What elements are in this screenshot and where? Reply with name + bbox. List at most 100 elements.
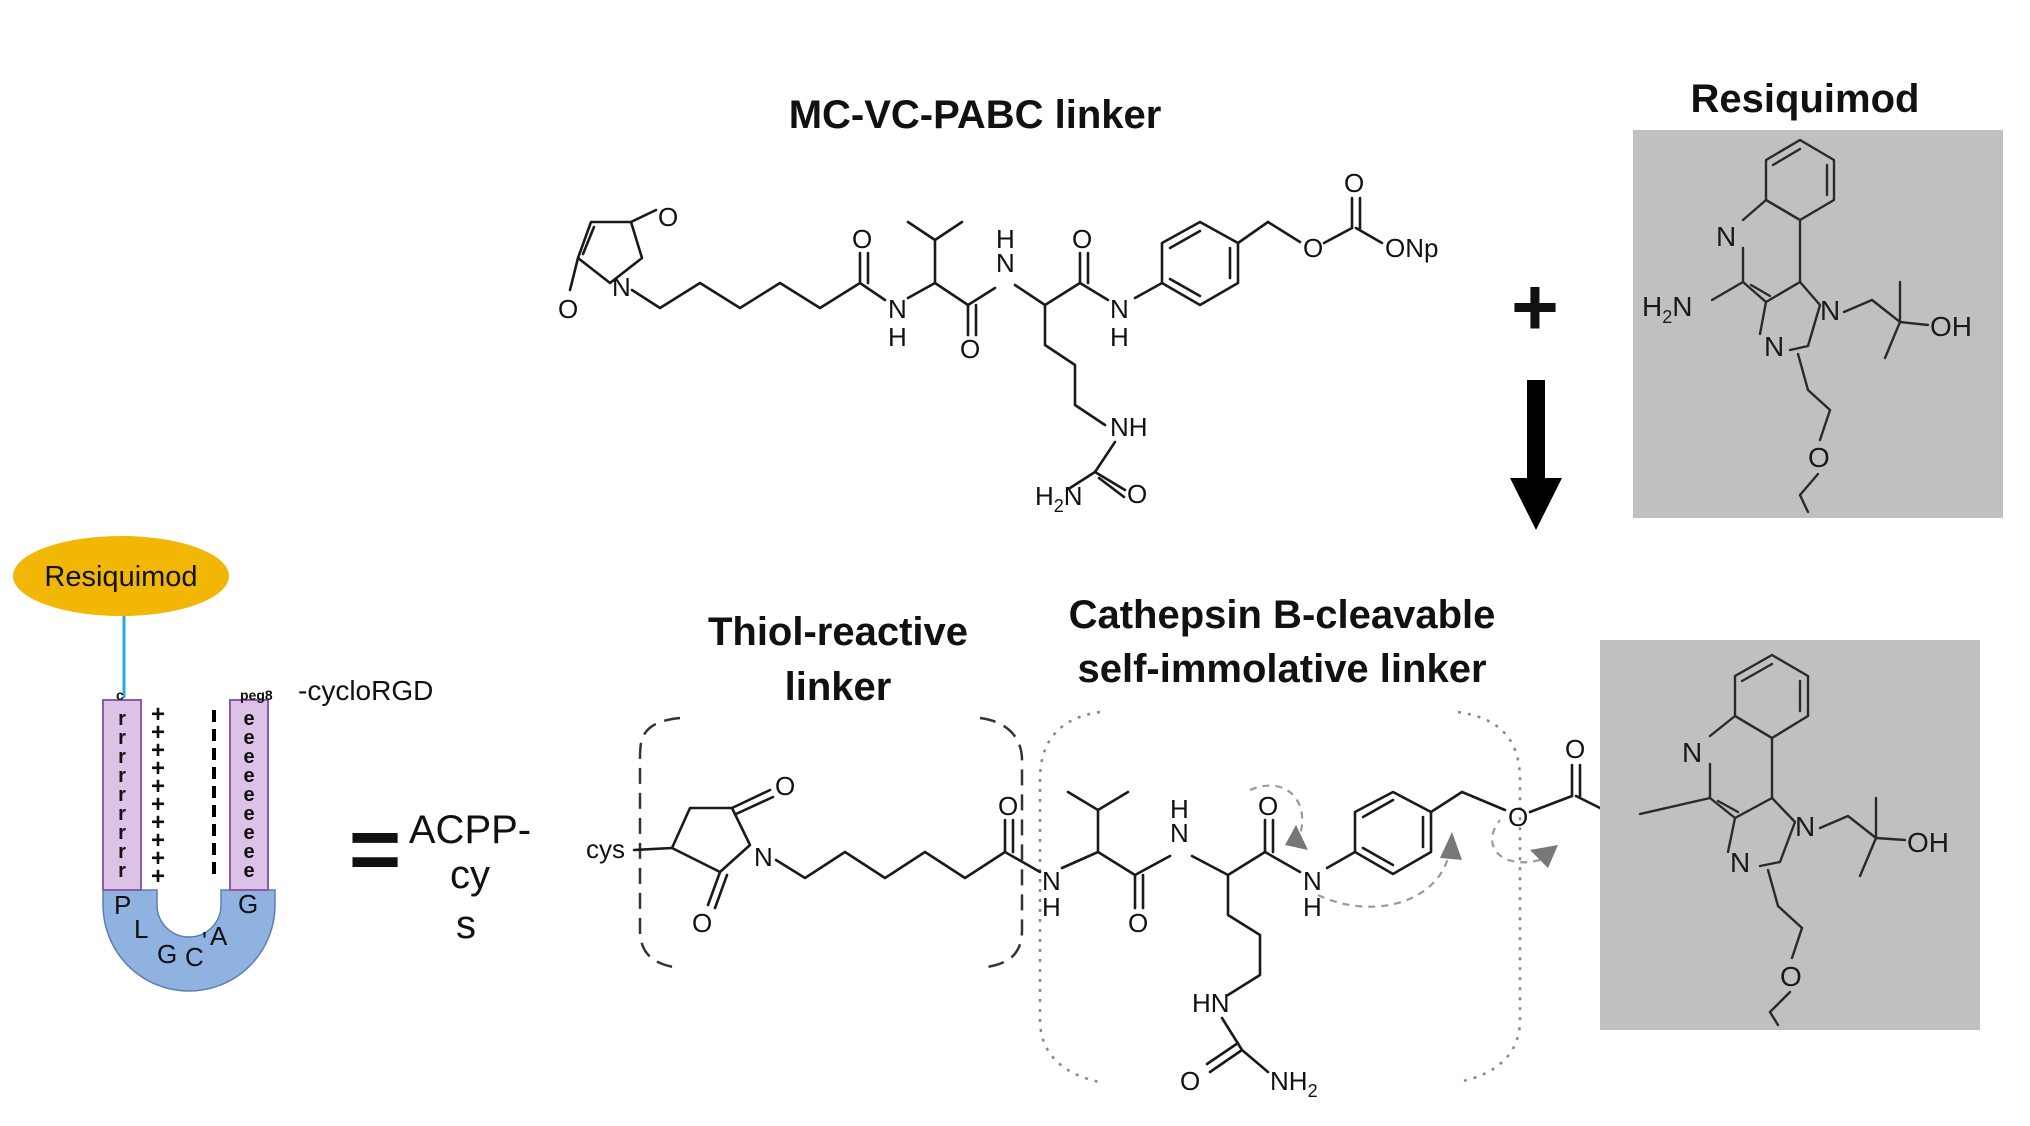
acpp-name-line2: cy [450,853,490,897]
atom-h2n: H2N [1035,481,1083,516]
residue-r: r [118,746,126,768]
charge-plus: + [151,701,165,728]
cleavable-linker-u [102,889,276,992]
linker-letter-l: L [134,914,148,944]
charge-plus: + [151,755,165,782]
atom-o: O [1303,233,1323,263]
atom-o: O [1780,961,1802,992]
atom-oh: OH [1930,311,1972,342]
atom-o: O [558,294,578,324]
linker-letter-c: C [185,942,204,972]
atom-n: N [1303,866,1322,896]
linker-letter-prime: ' [202,926,207,956]
residue-e: e [243,708,254,730]
residue-r: r [118,803,126,825]
cathepsin-title-line2: self-immolative linker [1077,647,1486,691]
atom-cys: cys [586,834,625,864]
plus-sign: + [1511,262,1559,353]
acpp-name-line1: ACPP- [409,808,531,852]
atom-h: H [1303,892,1322,922]
residue-e: e [243,841,254,863]
atom-o: O [1180,1066,1200,1096]
resiquimod-box [1633,130,2003,518]
charge-plus: + [151,719,165,746]
conjugate-structure: cys O O N O N H O N H O N H [586,734,1629,1101]
atom-o: O [1127,479,1147,509]
atom-oh: OH [1907,827,1949,858]
residue-e: e [243,784,254,806]
residue-r: r [118,860,126,882]
polyanion-segment [229,699,269,891]
residue-e: e [243,727,254,749]
atom-o: O [1565,734,1585,764]
residue-e: e [243,746,254,768]
atom-n: N [1682,737,1702,768]
atom-n: N [754,842,773,872]
thiol-title-line1: Thiol-reactive [708,610,968,654]
resiquimod-structure-bottom: N N N OH O [1638,653,1949,1027]
linker-letter-p: P [114,890,131,920]
cathepsin-bracket [1038,710,1522,1084]
atom-n: N [1795,811,1815,842]
residue-r: r [118,708,126,730]
residue-e: e [243,765,254,787]
charge-plus: + [151,773,165,800]
resiquimod-structure-top: N N N H2N OH O [1642,138,1972,514]
resiquimod-cargo-oval [13,536,229,616]
atom-n: N [1170,818,1189,848]
linker-title: MC-VC-PABC linker [789,93,1162,137]
residue-e: e [243,803,254,825]
residue-e: e [243,860,254,882]
atom-o: O [658,202,678,232]
atom-h: H [1042,892,1061,922]
mc-vc-pabc-structure: O O N O N H O N H O N H NH [558,168,1438,516]
charge-plus: + [151,863,165,890]
linker-letter-g2: G [238,889,258,919]
atom-o: O [1072,224,1092,254]
target-label: -cycloRGD [298,675,433,706]
polycation-segment [102,699,142,891]
atom-nh2: NH2 [1270,1066,1318,1101]
residue-r: r [118,841,126,863]
charge-plus: + [151,827,165,854]
residue-r: r [118,765,126,787]
atom-o: O [692,908,712,938]
atom-o: O [960,334,980,364]
charge-plus: + [151,737,165,764]
charge-plus: + [151,845,165,872]
atom-h: H [996,224,1015,254]
thiol-title-line2: linker [785,665,892,709]
atom-n: N [1764,331,1784,362]
cathepsin-title-line1: Cathepsin B-cleavable [1069,593,1496,637]
residue-e: e [243,822,254,844]
atom-n: N [1716,221,1736,252]
atom-hn: HN [1192,988,1230,1018]
equals-sign: = [349,800,402,900]
residue-r: r [118,822,126,844]
atom-onp: ONp [1385,233,1438,263]
atom-h2n: H2N [1642,291,1692,327]
peg-label: peg8 [240,687,273,703]
atom-n: N [1730,847,1750,878]
atom-n: N [888,294,907,324]
atom-h: H [888,322,907,352]
atom-o: O [1128,908,1148,938]
atom-o: O [1344,168,1364,198]
positive-charges: ++++++++++ [151,701,165,890]
atom-o: O [852,224,872,254]
charge-plus: + [151,809,165,836]
atom-nh: NH [1110,412,1148,442]
atom-n: N [1110,294,1129,324]
atom-o: O [775,771,795,801]
linker-letter-g: G [157,939,177,969]
thiol-bracket [638,716,1024,970]
cys-end-label: c [116,687,124,703]
down-arrow-icon [1510,380,1562,530]
atom-nh: N [996,248,1015,278]
linker-letter-a: A [210,921,228,951]
atom-n: N [1042,866,1061,896]
